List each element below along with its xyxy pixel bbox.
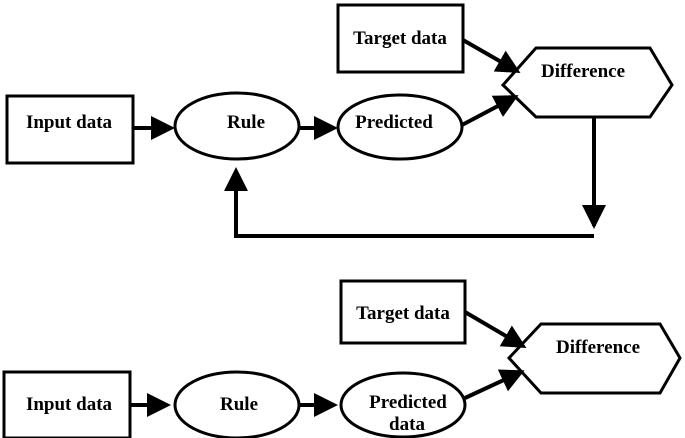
target-data-box	[336, 3, 465, 74]
diagram-without-feedback: Target data Difference Input data Rule P…	[2, 279, 682, 438]
diagram-with-feedback: Target data Difference Input data Rule P…	[5, 3, 674, 238]
input-data-label: Input data	[26, 394, 113, 415]
input-data-box	[2, 370, 132, 438]
predicted-ellipse	[339, 371, 467, 438]
difference-hexagon	[500, 46, 674, 119]
target-data-label: Target data	[356, 303, 450, 324]
input-data-box	[5, 94, 135, 165]
arrow-predicted-to-difference	[461, 95, 519, 127]
arrow-target-to-difference	[463, 310, 527, 349]
predicted-ellipse	[336, 93, 464, 161]
feedback-line-bottom	[224, 167, 594, 238]
input-data-label: Input data	[26, 112, 113, 133]
arrow-predicted-to-difference	[464, 369, 525, 400]
rule-label: Rule	[227, 112, 265, 133]
target-data-box	[339, 279, 467, 345]
predicted-label-line1: Predicted	[369, 392, 447, 413]
rule-label: Rule	[220, 394, 258, 415]
difference-hexagon	[506, 322, 682, 395]
difference-label: Difference	[556, 337, 640, 358]
difference-label: Difference	[541, 61, 625, 82]
target-data-label: Target data	[353, 28, 447, 49]
predicted-label: Predicted	[355, 112, 433, 133]
arrow-target-to-difference	[462, 38, 521, 73]
predicted-label-line2: data	[389, 414, 425, 435]
